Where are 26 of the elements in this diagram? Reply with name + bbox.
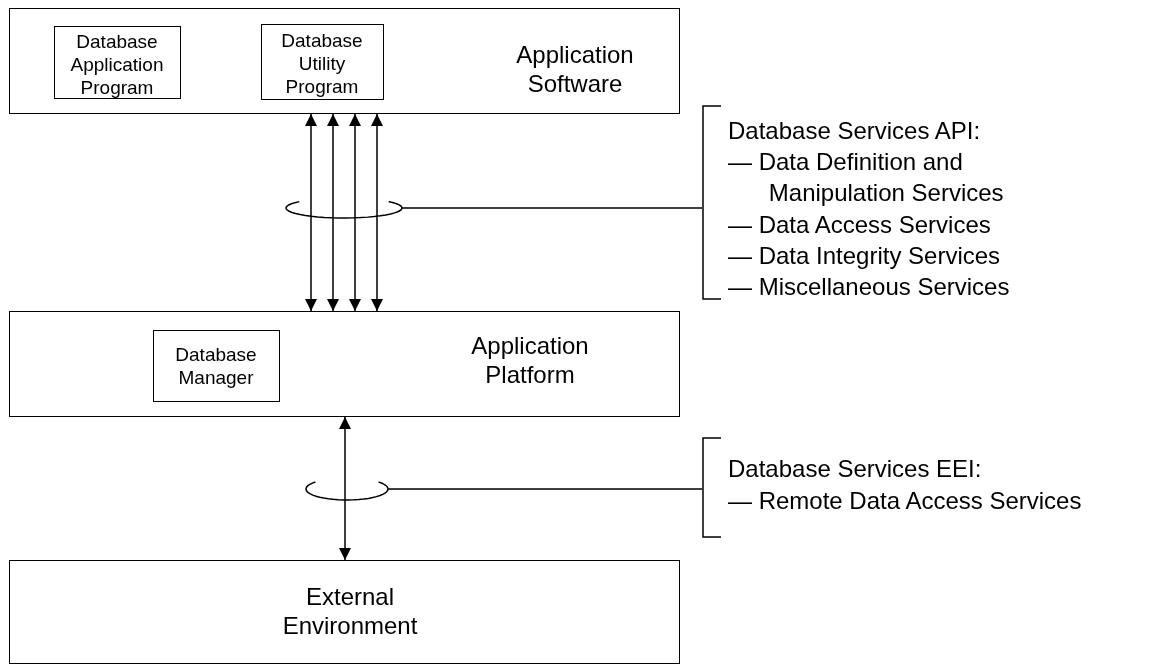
box-label: Application Software [515,41,635,99]
double-arrow [327,113,339,312]
leader-line [305,481,703,501]
box-label: Database Manager [174,344,258,390]
list-item: — Miscellaneous Services [728,271,1011,302]
double-arrow [371,113,383,312]
component-box [54,26,181,99]
component-box [261,24,384,100]
list-item: — Remote Data Access Services [728,486,1083,517]
double-arrow [305,113,317,312]
box-label: Database Application Program [69,31,165,100]
list-item: — Data Access Services [728,209,992,240]
layer-box [9,560,680,664]
callout-heading: Database Services API: [728,116,982,146]
list-item: — Data Definition and Manipulation Services [728,147,1005,209]
double-arrow [339,416,351,561]
component-box [153,330,280,402]
box-label: External Environment [281,583,419,641]
list-item: — Data Integrity Services [728,240,1002,271]
leader-line [285,200,703,219]
double-arrow [349,113,361,312]
box-label: Database Utility Program [280,30,364,99]
layer-box [9,8,680,114]
layer-box [9,311,680,417]
callout-heading: Database Services EEI: [728,454,983,484]
box-label: Application Platform [470,332,590,390]
